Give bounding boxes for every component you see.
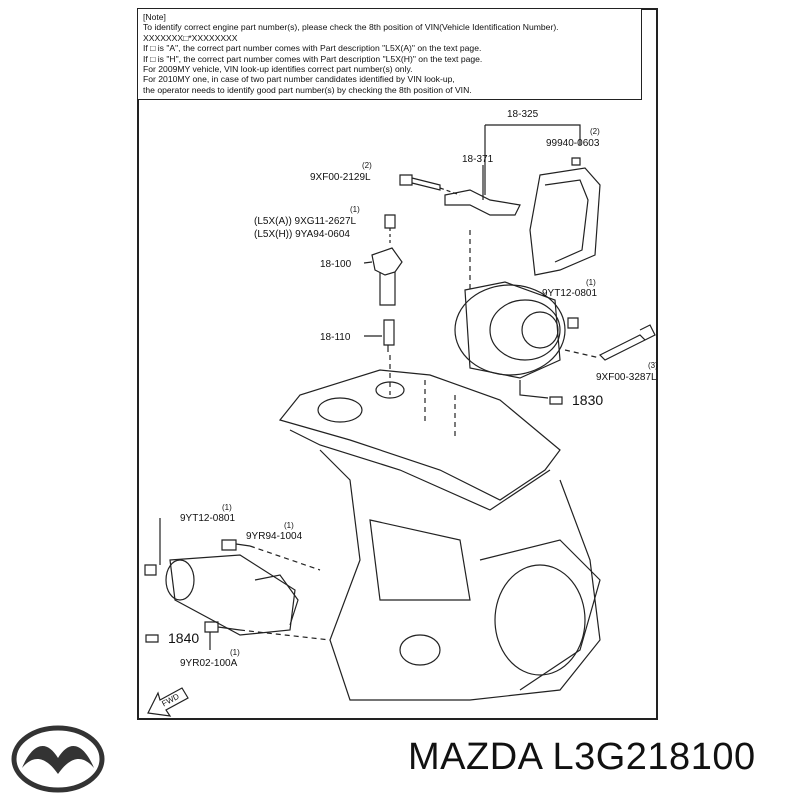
note-line-7: the operator needs to identify good part…	[143, 84, 472, 95]
ignition-coil-head	[371, 247, 403, 276]
valve-cover	[278, 369, 561, 501]
bolt-99940	[571, 157, 581, 166]
ref-pointer-1830-icon	[549, 396, 563, 405]
leader-18-325	[485, 124, 581, 145]
note-line-4: If □ is "H", the correct part number com…	[143, 53, 483, 64]
vin-note-box: [Note] To identify correct engine part n…	[137, 8, 642, 100]
alternator-pulley	[521, 311, 559, 349]
part-number-label: MAZDA L3G218100	[408, 736, 756, 778]
callout-9yr94-1004: 9YR94-1004	[246, 531, 303, 542]
qty-9yr94: (1)	[284, 521, 294, 530]
alternator-body	[454, 284, 566, 376]
starter-end	[165, 559, 195, 601]
callout-18-110: 18-110	[320, 332, 351, 343]
block-ribs	[369, 519, 471, 601]
engine-block-front	[479, 539, 601, 691]
starter-drive	[254, 574, 299, 626]
note-line-6: For 2010MY one, in case of two part numb…	[143, 74, 455, 85]
callout-18-100: 18-100	[320, 259, 352, 270]
callout-1840: 1840	[168, 630, 199, 646]
dash-starter-block	[239, 545, 331, 641]
ref-pointer-1840-icon	[145, 634, 159, 643]
starter-motor	[169, 554, 296, 636]
callout-9ya94-0604: (L5X(H)) 9YA94-0604	[254, 229, 350, 240]
bolt-9xg11	[384, 214, 396, 229]
qty-9yr02: (1)	[230, 648, 240, 657]
callout-18-371: 18-371	[462, 154, 494, 165]
nut-9yt12-0801	[567, 317, 579, 329]
valve-cover-edge	[289, 429, 551, 511]
alternator-housing	[464, 281, 561, 379]
note-line-1: To identify correct engine part number(s…	[143, 22, 559, 33]
callout-18-325: 18-325	[507, 109, 539, 120]
dash-coil-head	[389, 355, 456, 440]
dash-bolt-bracket	[439, 187, 461, 196]
callout-9xf00-2129l: 9XF00-2129L	[310, 172, 371, 183]
qty-9xf00-3287l: (3)	[648, 361, 658, 370]
qty-99940: (2)	[590, 127, 600, 136]
note-line-2: XXXXXXX□*XXXXXXXX	[143, 32, 238, 43]
dash-long-bolt	[564, 349, 601, 359]
bolt-9yr94-1004	[221, 539, 251, 551]
callout-9xg11-2627l: (L5X(A)) 9XG11-2627L	[254, 216, 357, 227]
mazda-logo-icon	[11, 725, 105, 793]
callout-9yt12-0801-upper: 9YT12-0801	[542, 288, 597, 299]
fwd-arrow-icon	[147, 687, 189, 717]
qty-9xg11: (1)	[350, 205, 360, 214]
note-line-0: [Note]	[143, 12, 166, 22]
leader-18-100	[363, 261, 373, 264]
qty-9yt12-upper: (1)	[586, 278, 596, 287]
block-boss	[399, 634, 441, 666]
long-bolt-9xf00-3287l	[598, 324, 656, 361]
note-line-5: For 2009MY vehicle, VIN look-up identifi…	[143, 64, 413, 75]
belt-cover	[529, 167, 601, 276]
callout-9yr02-100a: 9YR02-100A	[180, 658, 238, 669]
engine-block	[319, 449, 601, 701]
callout-9yt12-0801-lower: 9YT12-0801	[180, 513, 235, 524]
qty-9yt12-lower: (1)	[222, 503, 232, 512]
leader-1830	[519, 380, 549, 399]
bolt-9yr02-100a	[204, 621, 241, 633]
qty-9xf00-2129l: (2)	[362, 161, 372, 170]
callout-99940-0603: 99940-0603	[546, 138, 600, 149]
fwd-label: FWD	[160, 692, 181, 709]
callout-1830: 1830	[572, 392, 603, 408]
bolt-9xf00-2129l	[399, 174, 441, 191]
crank-pulley-area	[494, 564, 586, 676]
spark-plug	[383, 319, 395, 352]
alternator-bracket	[444, 189, 521, 216]
oil-filler-cap	[317, 397, 363, 423]
alternator-pulley-ring	[489, 299, 561, 361]
nut-9yt12-lower	[144, 564, 157, 576]
belt-cover-inner	[544, 179, 589, 263]
callout-9xf00-3287l: 9XF00-3287L	[596, 372, 657, 383]
note-line-3: If □ is "A", the correct part number com…	[143, 43, 482, 54]
ignition-coil-body	[379, 272, 396, 306]
